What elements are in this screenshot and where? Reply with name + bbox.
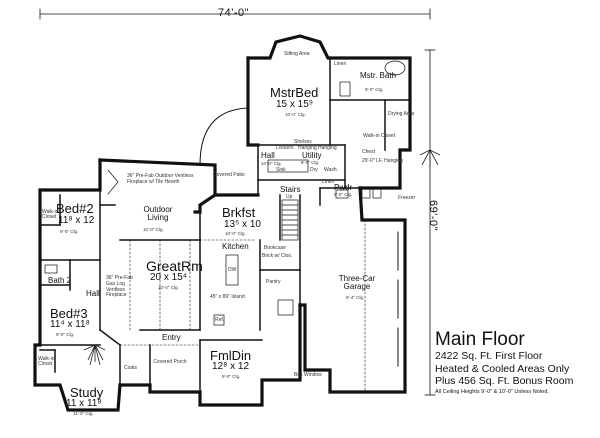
wash-label: Wash	[324, 167, 337, 173]
fmldin-name: FmlDin	[210, 348, 252, 363]
greatrm-size: 20 x 15⁴	[150, 272, 188, 283]
study-size: 11 x 11⁸	[66, 398, 102, 409]
island-label: 45" x 89" Island	[210, 294, 245, 300]
fmldin-ceiling: 9'-0" Clg.	[222, 374, 241, 379]
hall-left-name: Hall	[86, 289, 100, 298]
interior-walls	[39, 57, 411, 393]
patio-curve	[199, 107, 249, 166]
hanging-label-1: Hanging	[298, 145, 317, 151]
stairs-up: Up	[286, 194, 293, 200]
bed3-ceiling: 9'-0" Clg.	[56, 332, 75, 337]
kitchen-name: Kitchen	[222, 242, 249, 251]
mstrbath-name: Mstr. Bath	[360, 71, 397, 80]
pantry-label: Pantry	[266, 279, 281, 285]
mstrbed-ceiling: 10'-0" Clg.	[285, 112, 306, 117]
dry-label: Dry	[310, 167, 318, 173]
sink-label: Sink	[276, 167, 286, 173]
walkin-closet-bed2: Walk-in Closet	[42, 209, 59, 220]
dw-label: DW	[228, 267, 237, 273]
stairs-drawing	[281, 199, 299, 241]
drying-area: Drying Area	[388, 111, 415, 117]
caption-line3: Plus 456 Sq. Ft. Bonus Room	[435, 375, 574, 387]
mstrbath-ceiling: 9'-0" Clg.	[365, 87, 384, 92]
study-bay	[59, 384, 121, 411]
greatrm-name: GreatRm	[146, 258, 203, 274]
covered-patio: Covered Patio	[213, 172, 245, 178]
brkfst-size: 13⁵ x 10	[224, 219, 261, 230]
caption-line4: All Ceiling Heights 9'-0" & 10'-0" Unles…	[435, 388, 549, 395]
bed2-name: Bed#2	[56, 201, 94, 216]
lf-hanging: 29'-0" LF. Hanging	[362, 158, 403, 164]
garage-name: Three-Car Garage	[338, 274, 376, 291]
caption-line1: 2422 Sq. Ft. First Floor	[435, 350, 543, 362]
outdoor-fireplace-note: 36" Pre-Fab Outdoor Ventless Fireplace w…	[127, 173, 194, 185]
fixtures	[44, 60, 406, 326]
hall-top-name: Hall	[261, 151, 275, 160]
walkin-closet-bed3: Walk-in Closet	[38, 356, 55, 367]
shrub-icon	[83, 149, 441, 366]
brkfst-ceiling: 10'-0" Clg.	[225, 231, 246, 236]
depth-dimension: 69'-0"	[427, 200, 439, 232]
hall-top-ceiling: 10'-0" Clg.	[261, 161, 282, 166]
bookcase-note: Brick w/ Clos.	[262, 253, 293, 259]
chest-label: Chest	[362, 149, 376, 155]
sitting-area: Sitting Area	[284, 51, 310, 57]
caption-title: Main Floor	[435, 329, 525, 350]
ref-label: Ref.	[215, 317, 225, 323]
walkin-closet-master: Walk-in Closet	[363, 133, 396, 139]
utility-name: Utility	[302, 151, 322, 160]
bath2-name: Bath 2	[48, 276, 72, 285]
caption: Main Floor 2422 Sq. Ft. First Floor Heat…	[435, 330, 600, 395]
hanging-label-2: Hanging	[318, 145, 337, 151]
freezer-label: Freezer	[398, 195, 416, 201]
study-ceiling: 11'-0" Clg.	[73, 411, 94, 416]
bed3-name: Bed#3	[50, 306, 88, 321]
greatrm-ceiling: 10'-0" Clg.	[158, 285, 179, 290]
linen2-label: Linen	[322, 179, 335, 185]
pwdr-name: Pwdr	[334, 183, 353, 192]
study-name: Study	[70, 385, 104, 400]
utility-ceiling: 9'-0" Clg.	[301, 160, 320, 165]
gas-fireplace-note: 36" Pre-Fab Gas Log Ventless Fireplace	[106, 275, 133, 299]
caption-line2: Heated & Cooled Areas Only	[435, 362, 570, 375]
bookcase-label: Bookcase	[264, 245, 286, 251]
bed2-size: 11⁸ x 12	[58, 215, 95, 226]
box-window-label: Box Window	[294, 372, 322, 378]
garage-ceiling: 9'-4" Clg.	[346, 295, 365, 300]
bed2-ceiling: 9'-0" Clg.	[60, 229, 79, 234]
covered-porch: Covered Porch	[153, 359, 187, 365]
entry-name: Entry	[162, 333, 181, 342]
coats-label: Coats	[124, 365, 138, 371]
stairs-name: Stairs	[280, 185, 301, 194]
pwdr-ceiling: 9'-0" Clg.	[334, 192, 353, 197]
brkfst-name: Brkfst	[222, 205, 256, 220]
ceiling-lines	[119, 219, 366, 393]
width-dimension: 74'-0"	[218, 7, 250, 19]
outdoor-living-ceiling: 10'-0" Clg.	[143, 227, 164, 232]
mstrbed-name: MstrBed	[270, 85, 319, 100]
linen-label: Linen	[334, 61, 347, 67]
mstrbed-size: 15 x 15⁹	[276, 99, 314, 110]
shelves-label: Shelves	[294, 139, 312, 145]
fmldin-size: 12⁸ x 12	[212, 361, 250, 372]
outdoor-living-name: Outdoor Living	[143, 205, 173, 222]
lockers-label: Lockers	[276, 145, 294, 151]
bed3-size: 11⁴ x 11⁸	[50, 319, 90, 330]
